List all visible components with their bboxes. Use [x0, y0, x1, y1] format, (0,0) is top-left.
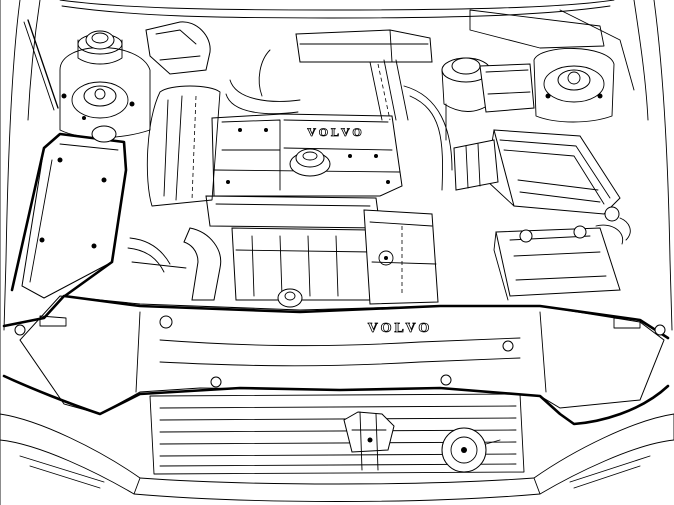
right-headlight: [533, 413, 674, 495]
horn: [441, 427, 501, 473]
relay-box: [479, 63, 535, 113]
throttle-body: [363, 209, 439, 305]
oil-filler-cap: [289, 148, 331, 177]
left-ecu-cover: [10, 125, 128, 300]
front-crossmember: VOLVO: [2, 294, 670, 426]
intake-manifold: [205, 195, 381, 308]
left-headlight: [0, 413, 141, 495]
front-bumper: [133, 477, 541, 502]
hood-latch: [343, 411, 395, 471]
air-intake-duct: [258, 29, 433, 97]
right-strut-tower: [533, 48, 615, 123]
left-strut-tower: [59, 30, 151, 138]
air-filter-housing: [485, 129, 621, 215]
coolant-expansion-tank: [441, 57, 491, 141]
battery: [493, 225, 621, 301]
timing-belt-cover: [146, 85, 221, 207]
brake-fluid-reservoir: [145, 21, 211, 75]
left-hoses: [127, 227, 222, 301]
crossmember-logo: VOLVO: [368, 321, 433, 336]
intake-hose: [453, 139, 499, 191]
engine-cover-logo: VOLVO: [307, 125, 364, 139]
battery-cables: [595, 206, 631, 245]
upper-hoses: [225, 59, 453, 191]
